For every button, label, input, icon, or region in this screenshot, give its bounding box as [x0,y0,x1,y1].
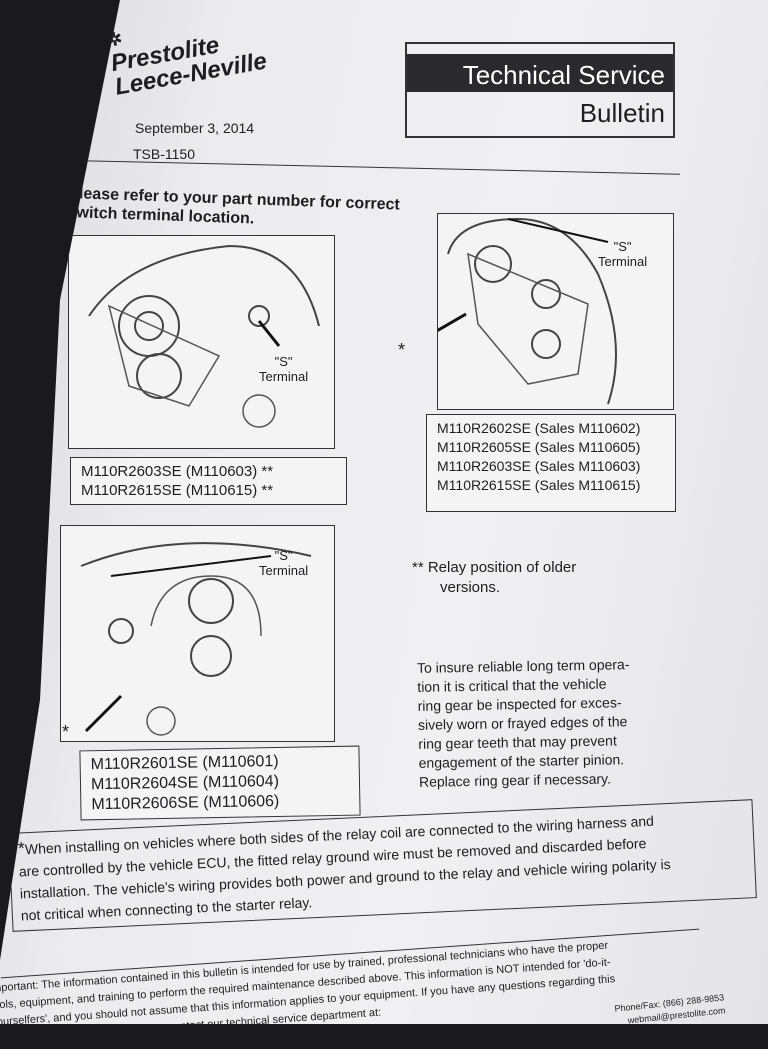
part-number: M110R2603SE (Sales M110603) [437,458,641,474]
part-number: M110R2615SE (M110615) ** [81,482,274,499]
s-terminal-label: "S"Terminal [259,354,309,384]
figure-3-part-list: M110R2601SE (M110601) M110R2604SE (M1106… [79,745,361,821]
relay-note: ** Relay position of older versions. [412,559,577,596]
starter-diagram-1 [88,244,320,428]
tsb-subtitle: Bulletin [579,98,665,128]
asterisk-marker: * [398,340,406,360]
figure-2-diagram: "S"Terminal [437,213,674,410]
starter-diagram-2 [438,217,617,405]
disclaimer-text: Important: The information contained in … [0,939,616,1046]
bulletin-date: September 3, 2014 [135,120,255,136]
ring-gear-note: To insure reliable long term opera- tion… [416,656,630,790]
part-number: M110R2606SE (M110606) [91,792,280,814]
starter-diagram-3 [80,542,312,736]
company-logo: ✲ Prestolite Leece-Neville [105,28,269,101]
part-number: M110R2615SE (Sales M110615) [437,477,641,493]
part-number: M110R2602SE (Sales M110602) [437,420,641,436]
tsb-title-box: Technical Service Bulletin [405,42,675,138]
figure-1-part-list: M110R2603SE (M110603) ** M110R2615SE (M1… [70,457,347,505]
part-number: M110R2605SE (Sales M110605) [437,439,641,455]
tsb-title: Technical Service [407,54,673,92]
figure-3-diagram: "S"Terminal [60,525,335,742]
s-terminal-label: "S"Terminal [598,239,648,269]
s-terminal-label: "S"Terminal [259,548,309,578]
document-page: ✲ Prestolite Leece-Neville Technical Ser… [0,0,768,1024]
figure-2-part-list: M110R2602SE (Sales M110602) M110R2605SE … [426,414,676,512]
asterisk-marker: * [62,722,70,742]
figure-1-diagram: "S"Terminal [68,235,335,449]
part-number: M110R2603SE (M110603) ** [81,463,274,480]
gear-logo-icon: ✲ [105,28,124,51]
bulletin-number: TSB-1150 [133,146,195,162]
section-heading: Please refer to your part number for cor… [67,185,401,228]
header-divider [80,160,680,175]
